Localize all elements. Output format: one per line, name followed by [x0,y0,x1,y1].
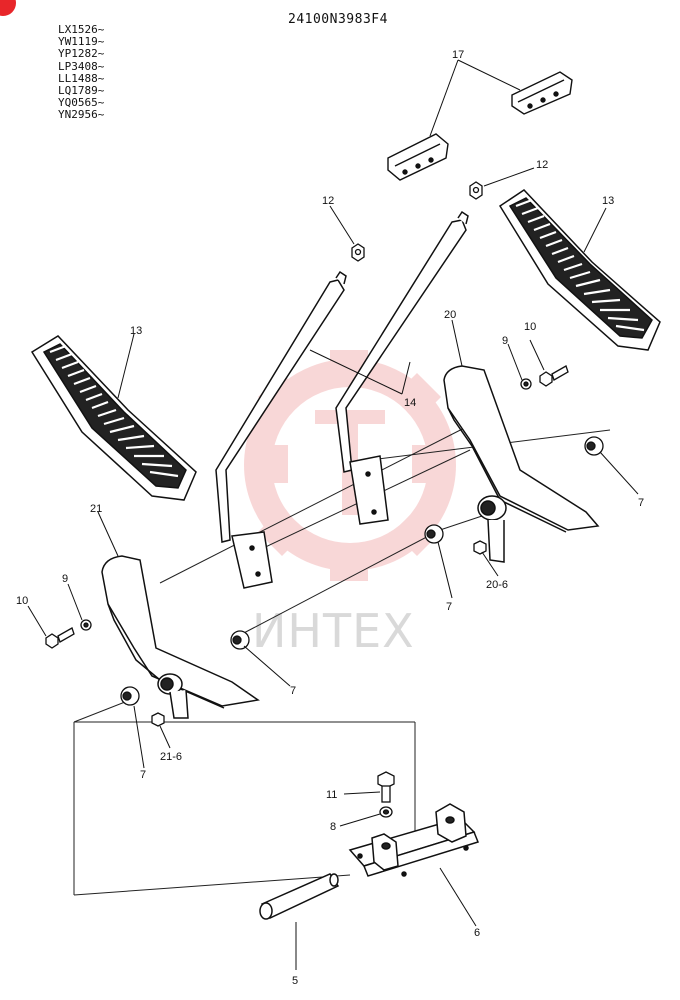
serial-number: YN2956~ [58,108,105,122]
pedal-bracket-6 [348,803,479,877]
pedal-tread-13-right [498,189,661,351]
corner-badge [0,0,16,16]
callout-12: 12 [322,195,334,207]
grease-fitting [151,540,487,727]
callout-12: 12 [536,159,548,171]
callout-8: 8 [330,821,336,833]
callout-11: 11 [326,789,337,801]
callout-21-6: 21-6 [160,751,182,763]
nut-12 [351,181,483,262]
callout-labels: 17 12 12 13 13 14 20 9 10 7 21 9 10 7 20… [16,49,644,987]
serial-number-list: LX1526~ YW1119~ YP1282~ LP3408~ LL1488~ … [58,23,105,122]
callout-17: 17 [452,49,464,61]
pedal-rod-14 [215,210,469,589]
pedal-arm-20 [443,365,600,563]
serial-number: YP1282~ [58,47,105,61]
callout-21: 21 [90,503,102,515]
callout-6: 6 [474,927,480,939]
callout-10: 10 [524,321,536,333]
pedal-grip-17 [387,71,573,181]
leader-lines [27,59,639,970]
pedal-tread-13-left [30,335,197,501]
callout-7: 7 [140,769,146,781]
callout-13: 13 [602,195,614,207]
serial-number: LX1526~ [58,23,105,36]
pin-5 [259,873,340,920]
drawing-code: 24100N3983F4 [288,12,388,27]
callout-7: 7 [446,601,452,613]
washer-9 [80,378,532,631]
serial-number: LL1488~ [58,71,105,85]
bolt-11 [377,771,395,803]
watermark-text: ИНТЕХ [252,604,415,658]
washer-8 [379,806,393,818]
callout-9: 9 [502,335,508,347]
serial-number: LP3408~ [58,59,105,73]
bolt-10 [45,365,569,649]
callout-10: 10 [16,595,28,607]
serial-number: YQ0565~ [58,96,105,110]
serial-number: LQ1789~ [58,84,105,98]
bushing-7 [120,436,604,706]
serial-number: YW1119~ [58,35,105,49]
callout-9: 9 [62,573,68,585]
callout-5: 5 [292,975,298,987]
callout-13: 13 [130,325,142,337]
callout-14: 14 [404,397,416,409]
callout-7: 7 [290,685,296,697]
callout-20-6: 20-6 [486,579,508,591]
callout-20: 20 [444,309,456,321]
pedal-arm-21 [101,555,260,719]
callout-7: 7 [638,497,644,509]
